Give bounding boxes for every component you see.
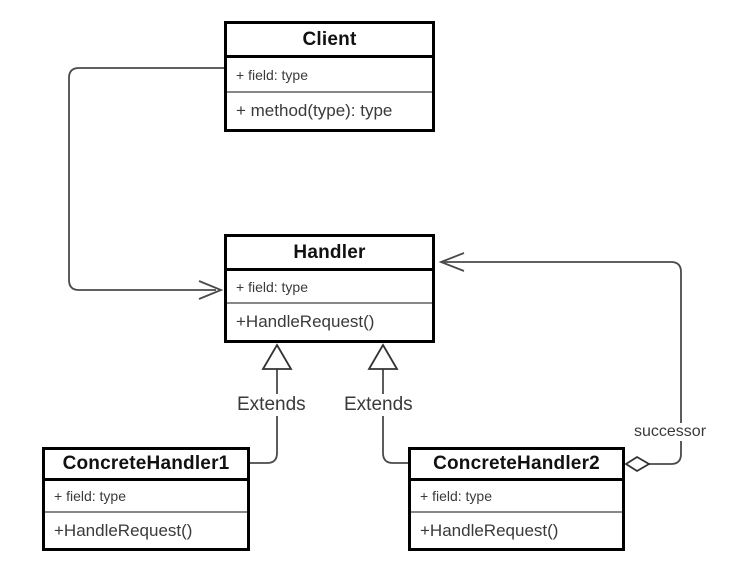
class-title-handler: Handler bbox=[227, 237, 432, 271]
edge-label-extends-2: Extends bbox=[341, 394, 416, 416]
class-title-concretehandler2: ConcreteHandler2 bbox=[411, 450, 622, 481]
class-box-handler[interactable]: Handler + field: type +HandleRequest() bbox=[224, 234, 435, 343]
class-field-concretehandler1: + field: type bbox=[45, 481, 247, 513]
edge-label-successor: successor bbox=[631, 423, 710, 441]
hollow-diamond-successor bbox=[624, 455, 651, 473]
class-field-concretehandler2: + field: type bbox=[411, 481, 622, 513]
edge-label-extends-1: Extends bbox=[234, 394, 309, 416]
edge-client-to-handler bbox=[68, 67, 224, 291]
class-method-client: + method(type): type bbox=[227, 93, 432, 129]
class-method-concretehandler2: +HandleRequest() bbox=[411, 513, 622, 548]
arrowhead-client-to-handler bbox=[198, 280, 224, 300]
hollow-triangle-extends-2 bbox=[367, 343, 399, 370]
class-box-client[interactable]: Client + field: type + method(type): typ… bbox=[224, 21, 435, 132]
class-method-handler: +HandleRequest() bbox=[227, 304, 432, 340]
edge-extends-1 bbox=[250, 369, 278, 464]
class-title-concretehandler1: ConcreteHandler1 bbox=[45, 450, 247, 481]
class-box-concretehandler2[interactable]: ConcreteHandler2 + field: type +HandleRe… bbox=[408, 447, 625, 551]
hollow-triangle-extends-1 bbox=[261, 343, 293, 370]
class-field-client: + field: type bbox=[227, 58, 432, 93]
edge-extends-2 bbox=[382, 369, 408, 464]
arrowhead-successor bbox=[438, 252, 465, 272]
class-title-client: Client bbox=[227, 24, 432, 58]
class-field-handler: + field: type bbox=[227, 271, 432, 304]
class-box-concretehandler1[interactable]: ConcreteHandler1 + field: type +HandleRe… bbox=[42, 447, 250, 551]
class-method-concretehandler1: +HandleRequest() bbox=[45, 513, 247, 548]
